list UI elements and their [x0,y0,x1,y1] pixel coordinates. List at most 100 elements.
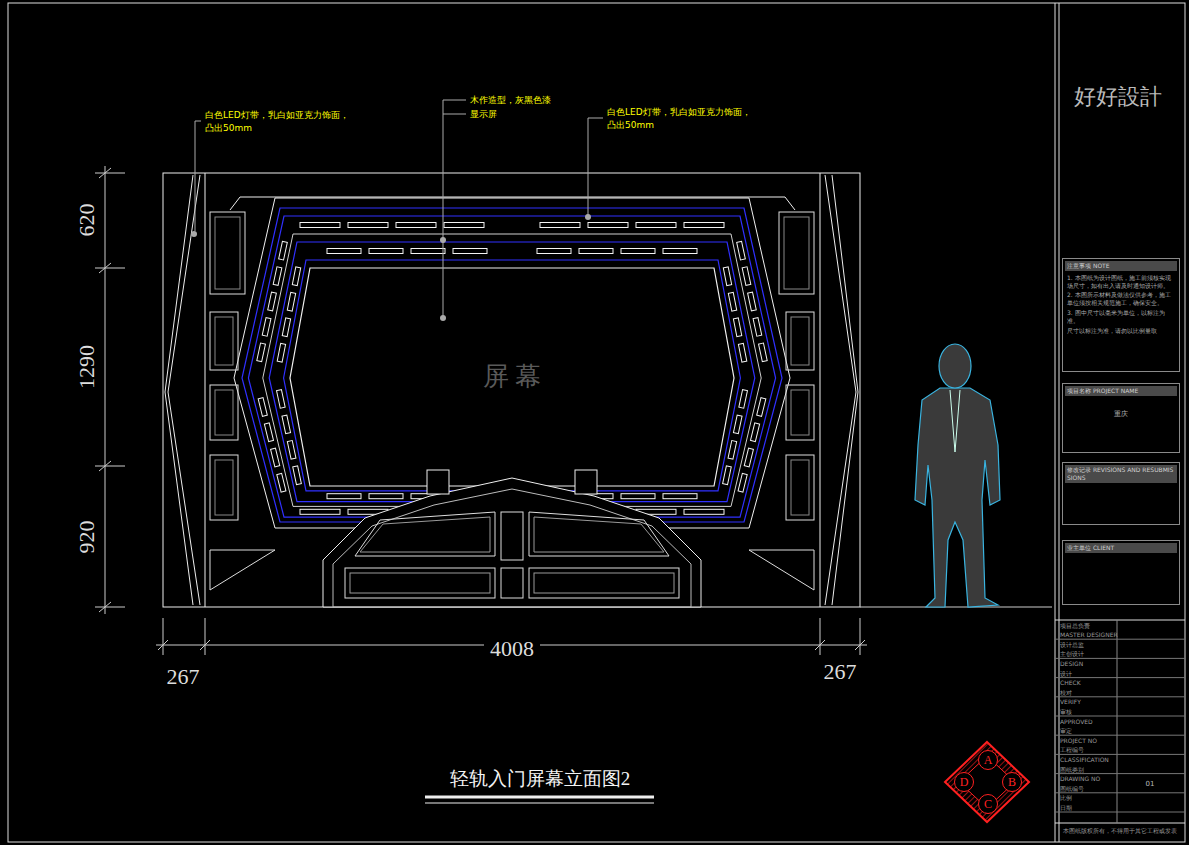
leader-line [195,121,201,231]
led-strip [279,241,288,260]
table-cell: VERIFY [1060,699,1081,706]
console-panel [345,568,495,598]
side-chevron [832,175,858,605]
person-tie [950,390,960,452]
console-panel [355,512,495,556]
led-strip [327,494,361,499]
drawing-title: 轻轨入门屏幕立面图2 [450,768,631,790]
table-line [1055,696,1185,697]
table-cell: 主创设计 [1060,651,1084,658]
led-strip [621,249,655,254]
led-strip [684,509,724,514]
led-strip [369,249,403,254]
table-cell: 审核 [1060,708,1072,715]
led-strip [277,473,286,492]
side-panel-inner [215,390,233,435]
compass-letter: B [1002,772,1022,792]
box-heading: A [984,754,993,766]
table-line [1055,792,1185,793]
compass-diamond [945,742,1029,822]
led-strip [588,223,628,228]
led-strip [300,509,340,514]
leader-dot [585,214,591,220]
side-panel-inner [215,217,240,289]
console-panel [501,568,523,598]
frame-ring [242,208,782,522]
leader-line [443,114,466,115]
table-cell: CHECK [1060,680,1081,687]
led-strip [742,267,751,286]
led-strip [262,318,271,337]
side-panel [210,455,238,520]
table-line [1055,773,1185,774]
dim-line [105,166,106,614]
dimension: 1290 [74,345,99,389]
side-panel-inner [215,460,233,515]
led-strip [287,440,296,459]
led-strip [540,223,580,228]
dim-tick [99,168,111,178]
title-block-line [1055,823,1185,824]
dim-tick [855,640,865,650]
side-triangle [210,550,275,590]
console-body [323,478,701,607]
console-block [427,470,449,494]
table-cell: 项目总负责 [1060,622,1090,629]
led-strip [663,494,697,499]
console-panel [501,512,523,560]
box-heading: 修改记录 REVISIONS AND RESUBMISSIONS [1065,465,1177,483]
table-cell: 图纸类别 [1060,766,1084,773]
led-strip [739,390,748,409]
led-strip [277,390,286,409]
table-rows [1055,639,1185,812]
led-strip [728,440,737,459]
console-panel [350,573,490,593]
dimension: 920 [74,521,99,554]
side-panel-inner [215,317,233,365]
dim-ext [205,618,206,655]
box-text: 3. 图中尺寸以毫米为单位，以标注为准。 [1065,308,1177,326]
table-cell: 设计总监 [1060,641,1084,648]
callout-note: 木作造型，灰黑色漆 [470,95,551,105]
title-block-line [1055,620,1185,621]
dim-tick [200,640,210,650]
frame-ring [290,268,734,486]
led-strip [292,267,300,286]
table-line [1055,812,1185,813]
led-strip [723,466,732,485]
dim-ext [163,618,164,655]
dim-ext [95,268,125,269]
compass-letter: D [954,772,974,792]
dimension: 4008 [484,636,540,661]
dimension-lines [95,166,867,655]
led-strip [757,398,766,417]
sheet-frame [8,3,1185,842]
dim-ext [95,607,125,608]
notes-box: 注意事项 NOTE1. 本图纸为设计图纸，施工前须核实现场尺寸，如有出入请及时通… [1062,258,1180,372]
led-strip [444,223,484,228]
revisions-box: 修改记录 REVISIONS AND RESUBMISSIONS [1062,462,1180,525]
dim-ext [95,173,125,174]
table-cell: 图纸编号 [1060,785,1084,792]
box-text: 尺寸以标注为准，请勿以比例量取 [1065,326,1177,336]
side-panel-inner [791,390,809,435]
table-line [1055,639,1185,640]
led-strip [537,249,571,254]
box-heading: C [984,798,992,810]
leader-dot [440,315,446,321]
dimension: 267 [824,659,857,684]
table-cell: 设计 [1060,670,1072,677]
person-figure [915,344,1000,607]
led-strip [684,223,724,228]
led-strip [300,223,340,228]
title-underline [425,803,654,804]
side-panel-inner [784,217,809,289]
led-strip [287,292,295,311]
table-cell: 审定 [1060,728,1072,735]
person-head [939,344,971,388]
dim-tick [815,640,825,650]
dimension: 267 [167,664,200,689]
table-line [1055,677,1185,678]
frame-ring [284,260,741,491]
